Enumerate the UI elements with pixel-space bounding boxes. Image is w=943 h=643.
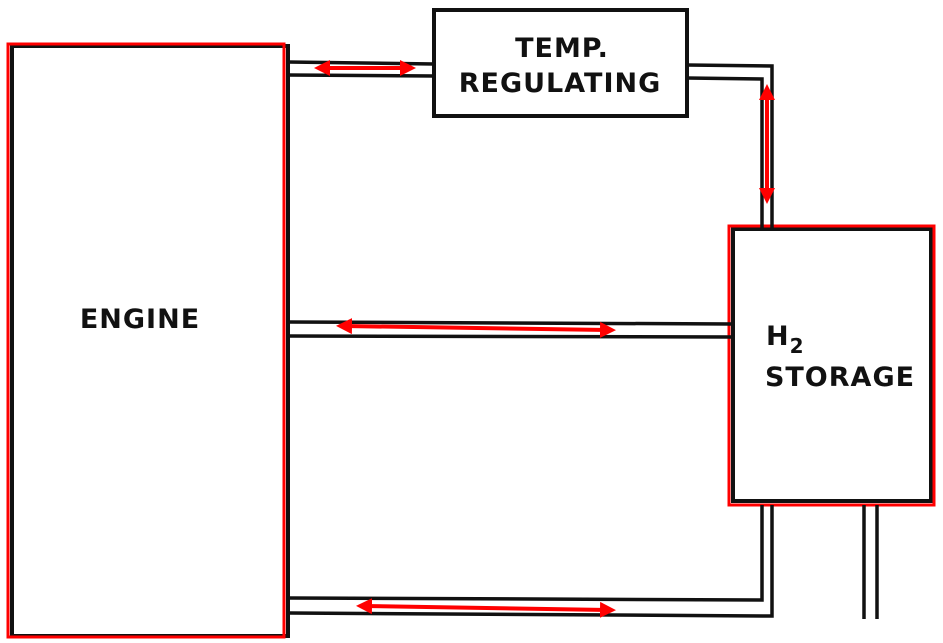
- pipe-engine-temp-top: [288, 62, 434, 64]
- pipe-engine-temp-bottom: [288, 75, 434, 76]
- h2-storage-block: H2 STORAGE: [729, 226, 934, 505]
- pipe-temp-h2-outer: [687, 65, 772, 229]
- temp-label-line2: REGULATING: [459, 68, 662, 99]
- h2-label-line1: H2: [766, 321, 805, 358]
- pipe-middle-bottom: [288, 336, 733, 337]
- flow-arrows: [322, 68, 767, 610]
- temp-regulating-block: TEMP. REGULATING: [434, 10, 687, 116]
- arrow-bottom: [364, 606, 608, 610]
- pipe-middle-top: [288, 322, 733, 324]
- arrow-middle: [344, 326, 608, 330]
- pipe-temp-h2-inner: [687, 78, 762, 229]
- pipe-bottom-inner: [290, 505, 762, 600]
- h2-label-line2: STORAGE: [765, 362, 915, 393]
- engine-block: ENGINE: [8, 44, 288, 637]
- temp-label-line1: TEMP.: [515, 33, 609, 64]
- engine-label: ENGINE: [80, 304, 200, 335]
